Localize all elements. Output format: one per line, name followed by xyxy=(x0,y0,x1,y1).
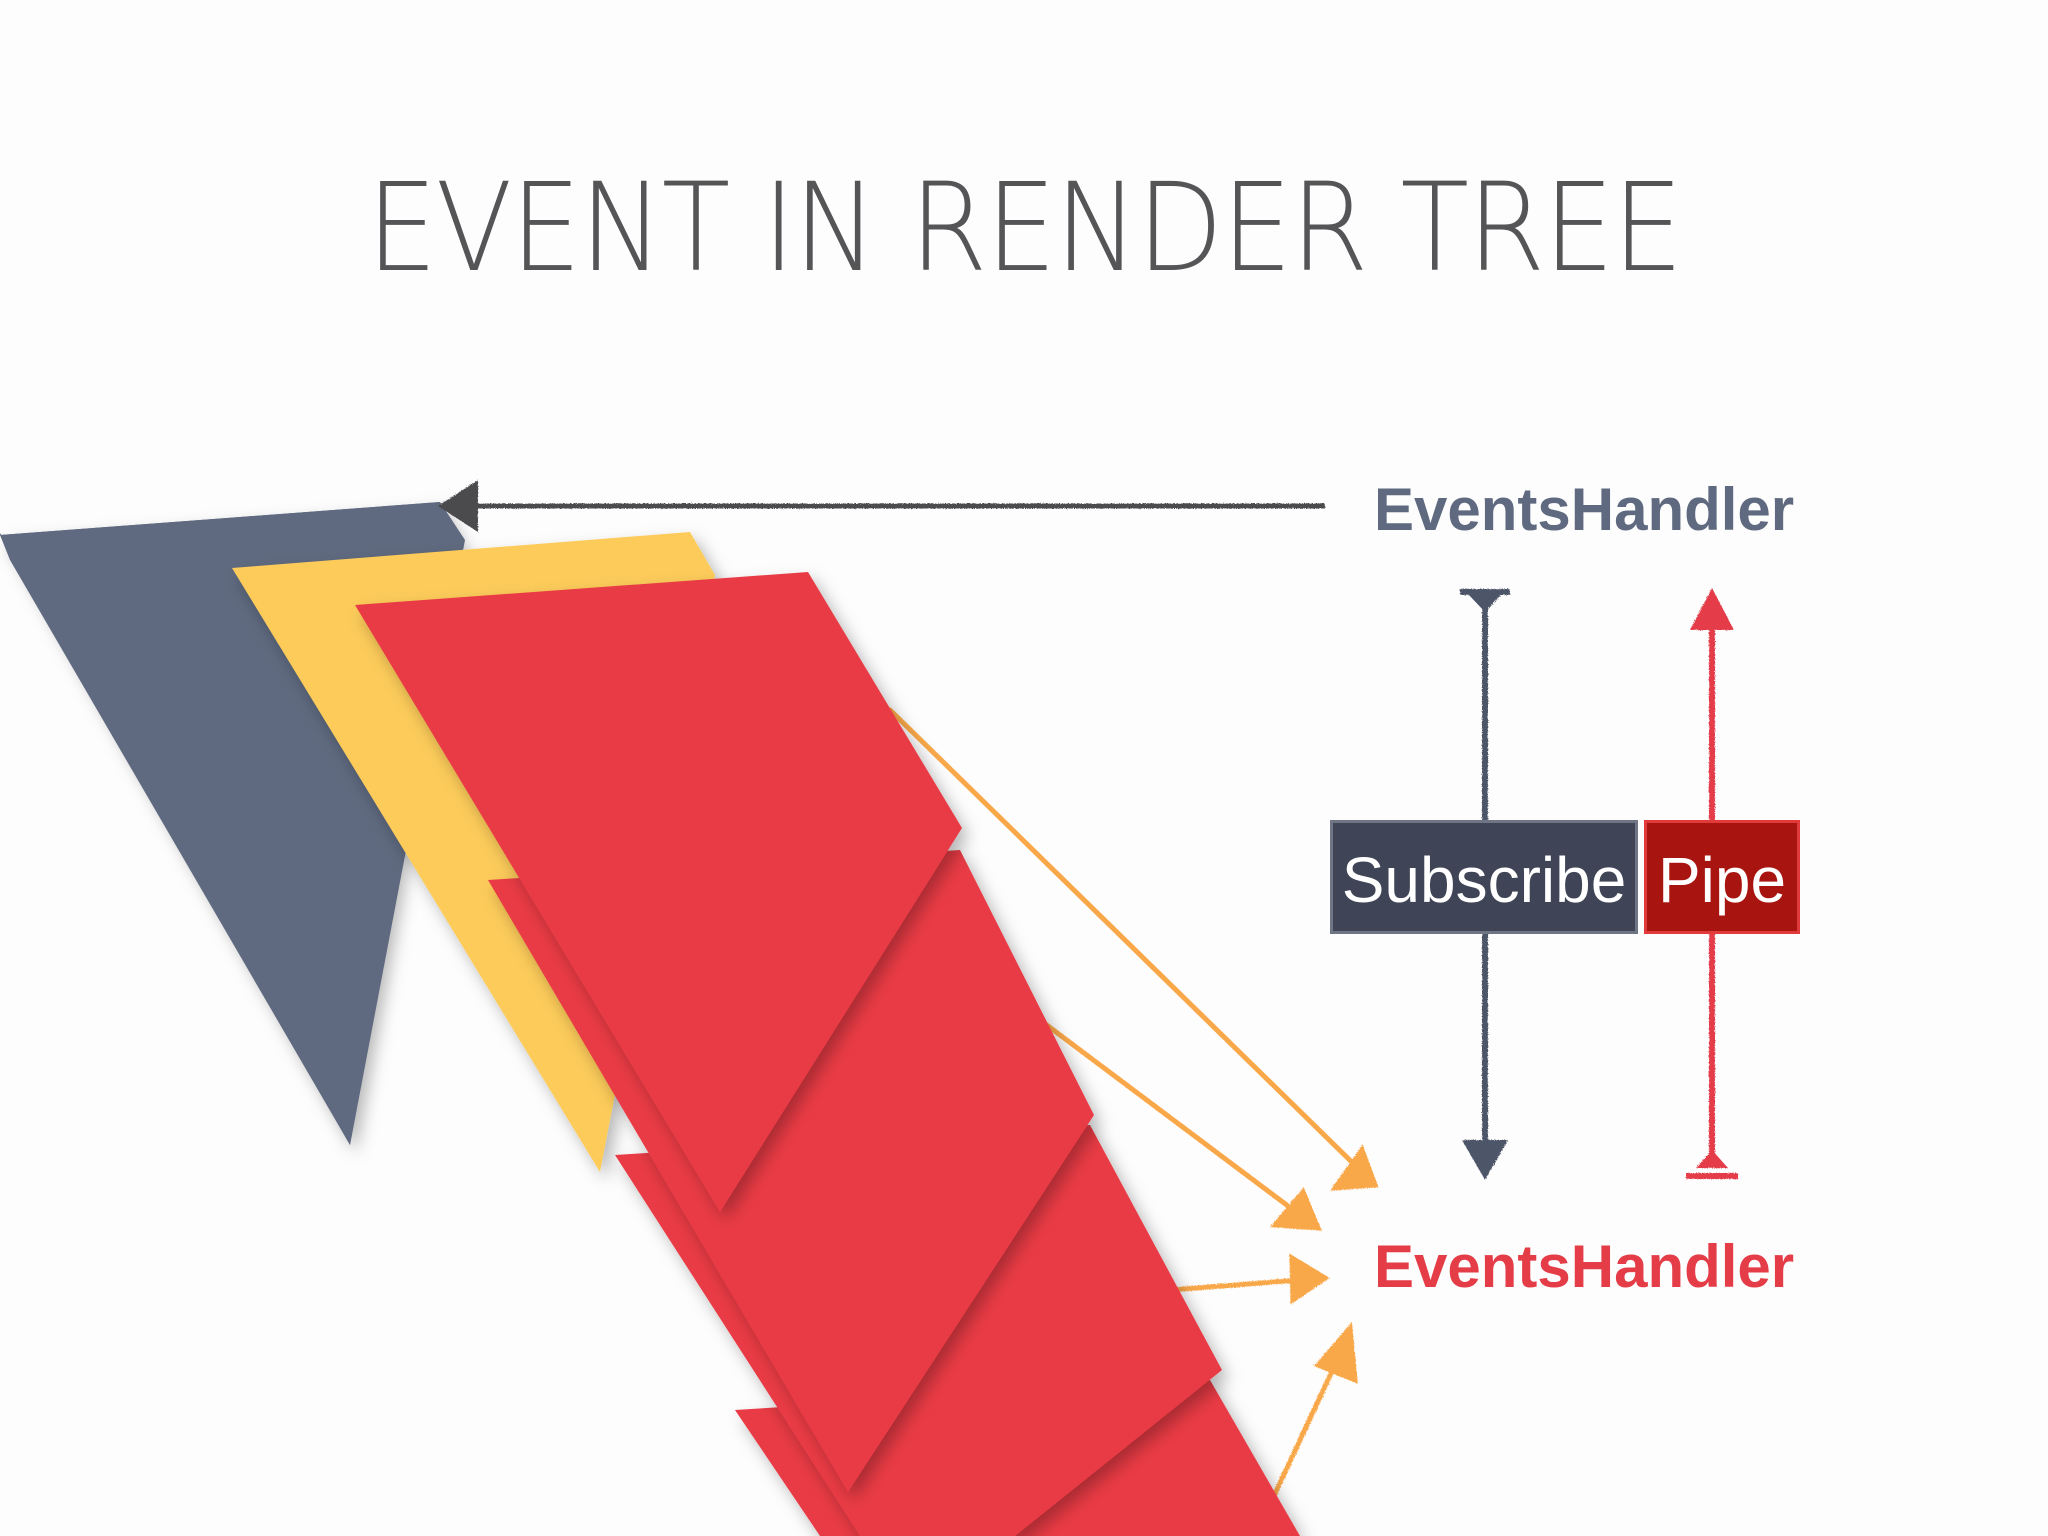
orange-arrow-2 xyxy=(1037,1017,1303,1218)
top-left-arrow-head xyxy=(438,480,478,532)
pipe-arrow-bottom-tip xyxy=(1696,1150,1728,1168)
orange-arrows xyxy=(887,707,1379,1518)
orange-arrow-3 xyxy=(1167,1277,1303,1293)
events-handler-bottom-label: EventsHandler xyxy=(1374,1233,1795,1300)
orange-arrow-2-head xyxy=(1269,1187,1322,1231)
orange-arrow-1 xyxy=(887,707,1368,1178)
orange-arrow-4-head xyxy=(1313,1321,1358,1384)
orange-arrow-4 xyxy=(1262,1362,1338,1518)
pipe-arrow-head xyxy=(1690,588,1734,630)
subscribe-arrow-head xyxy=(1462,1140,1508,1180)
orange-arrow-1-head xyxy=(1329,1144,1379,1191)
orange-arrow-3-head xyxy=(1289,1253,1330,1305)
events-handler-top-label: EventsHandler xyxy=(1374,476,1795,543)
red-chevron-front xyxy=(355,572,962,1212)
subscribe-chip: Subscribe xyxy=(1330,820,1638,934)
top-left-arrow xyxy=(438,480,1325,532)
pipe-chip: Pipe xyxy=(1644,820,1800,934)
slide-title: EVENT IN RENDER TREE xyxy=(366,157,1683,299)
